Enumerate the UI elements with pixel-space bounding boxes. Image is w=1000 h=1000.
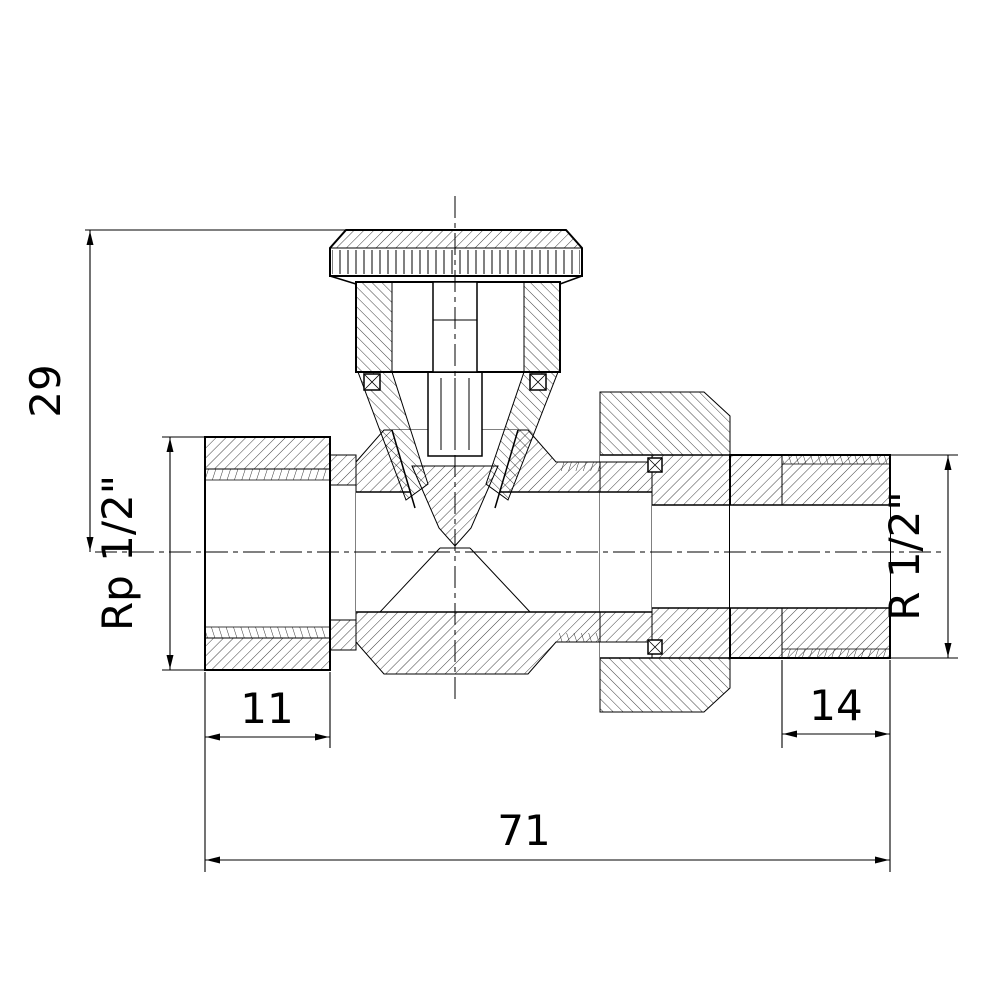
packing-seal-left <box>363 373 381 391</box>
dim-label-71: 71 <box>497 806 550 855</box>
o-ring-bottom <box>647 639 663 655</box>
dim-11: 11 <box>204 672 331 872</box>
packing-seal-right <box>529 373 547 391</box>
dim-r-half: R 1/2" <box>880 454 958 659</box>
female-thread-bottom <box>206 627 328 638</box>
dim-14: 14 <box>781 660 891 872</box>
left-port <box>204 436 331 671</box>
knurl-band <box>332 250 580 274</box>
o-ring-top <box>647 457 663 473</box>
male-thread-bottom <box>783 649 890 658</box>
dim-rp-half: Rp 1/2" <box>93 436 205 671</box>
dim-label-11: 11 <box>240 684 293 733</box>
dim-label-rp-half: Rp 1/2" <box>93 475 142 631</box>
dim-label-r-half: R 1/2" <box>880 491 929 620</box>
female-thread-top <box>206 469 328 480</box>
dim-71: 71 <box>205 806 890 864</box>
male-thread-top <box>783 455 890 464</box>
bonnet <box>328 229 584 547</box>
dim-29: 29 <box>21 229 346 552</box>
dim-label-14: 14 <box>809 681 862 730</box>
bonnet-cap <box>328 229 584 285</box>
centerlines <box>95 196 945 700</box>
tailpiece <box>647 454 891 659</box>
inlet-neck <box>329 454 357 651</box>
dim-label-29: 29 <box>21 364 70 417</box>
